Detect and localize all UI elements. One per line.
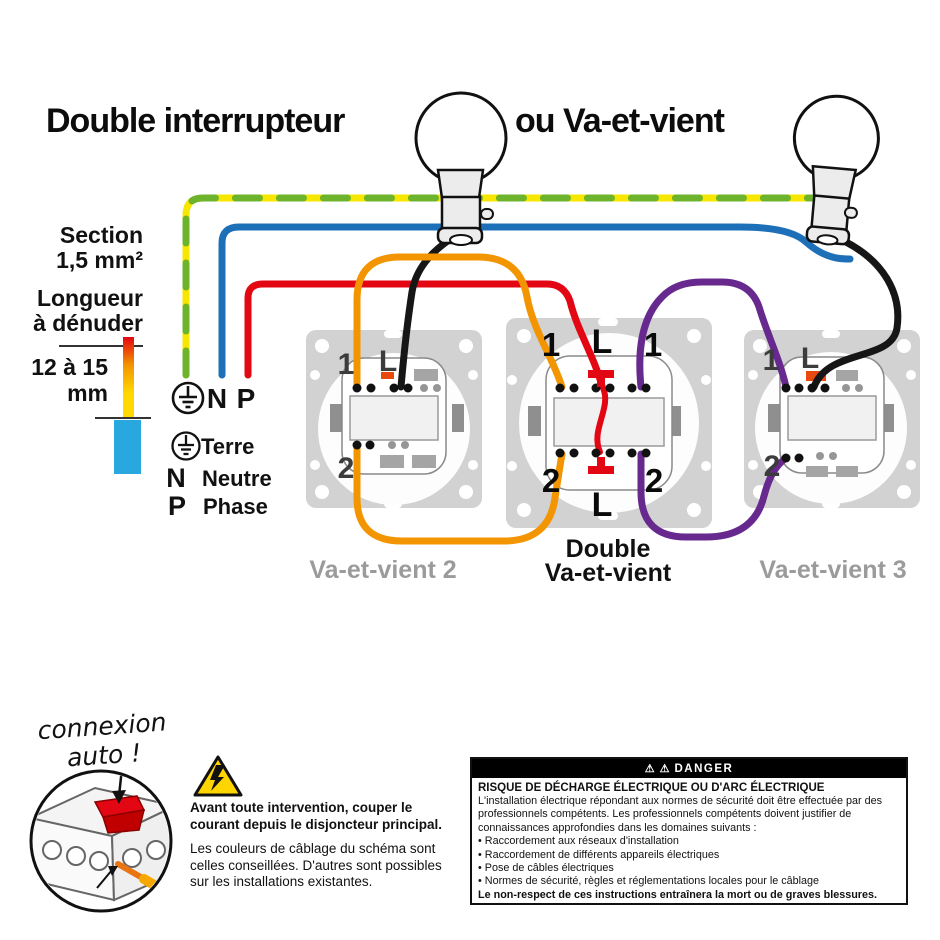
shuttle-wire-violet-top <box>636 278 790 391</box>
light-bulb-2 <box>792 94 880 246</box>
shuttle-wire-orange-bottom <box>353 442 566 545</box>
danger-title: RISQUE DE DÉCHARGE ÉLECTRIQUE OU D'ARC É… <box>478 782 825 794</box>
strip-length-line2: mm <box>67 380 108 406</box>
danger-outro: Le non-respect de ces instructions entra… <box>478 888 878 901</box>
danger-header: ⚠ ⚠ DANGER <box>472 759 906 778</box>
terminal-label: 1 <box>644 326 662 363</box>
terminal-label: 1 <box>338 348 355 381</box>
light-bulb-1 <box>414 91 508 246</box>
danger-bullet: Raccordement de différents appareils éle… <box>478 849 900 862</box>
switch-name-middle-line1: Double <box>566 535 651 563</box>
supply-symbols <box>171 381 205 415</box>
supply-n-label: N <box>207 383 227 414</box>
terminal-label: 2 <box>338 452 355 485</box>
earth-icon <box>171 381 205 415</box>
terminal-label: 2 <box>542 462 560 499</box>
legend-n-symbol: N <box>166 463 186 493</box>
page-title-right: ou Va-et-vient <box>515 102 725 140</box>
stripped-wire <box>123 337 134 418</box>
danger-intro: L'installation électrique répondant aux … <box>478 795 882 834</box>
switch-name-left: Va-et-vient 2 <box>309 556 456 584</box>
warning-triangle-icon: ⚠ <box>644 763 655 775</box>
strip-label-line1: Longueur <box>37 285 143 311</box>
terminal-label: L <box>379 345 397 378</box>
terminal-labels: 1 L 2 1 L 1 2 L 2 1 L 2 <box>338 323 820 524</box>
wires <box>182 194 902 545</box>
shuttle-wire-violet-bottom <box>637 450 790 541</box>
lamp1-return-wire <box>397 236 453 391</box>
terminal-block-drawing <box>33 773 169 909</box>
legend-terre: Terre <box>201 434 254 459</box>
page-title-left: Double interrupteur <box>46 102 345 140</box>
danger-header-label: DANGER <box>674 762 734 775</box>
lamp2-return-wire <box>810 238 902 391</box>
cable-colors-note: Les couleurs de câblage du schéma sont c… <box>190 841 442 889</box>
section-value: 1,5 mm² <box>56 247 143 273</box>
terminal-label: 2 <box>645 462 663 499</box>
sheathed-wire <box>114 420 141 474</box>
strip-length-line1: 12 à 15 <box>31 354 108 380</box>
connexion-text-line2: auto ! <box>66 738 142 772</box>
danger-bullet: Normes de sécurité, règles et réglementa… <box>478 875 900 888</box>
connexion-auto-note: connexion auto ! <box>29 707 173 913</box>
terminal-label: 2 <box>764 450 781 483</box>
switch-name-middle-line2: Va-et-vient <box>545 559 672 587</box>
sidebar: Section 1,5 mm² Longueur à dénuder 12 à … <box>31 222 151 474</box>
switch-plate-right <box>744 330 920 508</box>
legend-phase: Phase <box>203 494 268 519</box>
earth-icon <box>171 431 201 461</box>
terminal-label: 1 <box>542 326 560 363</box>
strip-label-line2: à dénuder <box>33 310 143 336</box>
danger-body: RISQUE DE DÉCHARGE ÉLECTRIQUE OU D'ARC É… <box>472 778 906 902</box>
danger-box: ⚠ ⚠ DANGER RISQUE DE DÉCHARGE ÉLECTRIQUE… <box>470 757 908 905</box>
phase-jumper-wire <box>594 385 609 455</box>
release-clip <box>381 372 394 379</box>
terminal-label: L <box>592 486 613 524</box>
neutral-wire <box>218 223 854 379</box>
legend: Terre N Neutre P Phase <box>166 431 272 521</box>
danger-bullet: Raccordement aux réseaux d'installation <box>478 835 900 848</box>
empty-terminals <box>816 384 863 460</box>
phase-bridge-clips <box>588 370 614 474</box>
terminal-dots <box>352 383 830 463</box>
cut-power-warning: Avant toute intervention, couper le cour… <box>190 800 443 832</box>
phase-wire <box>244 280 606 390</box>
supply-p-label: P <box>237 383 256 414</box>
earth-wire-green-stripes <box>182 194 822 379</box>
terminal-label: 1 <box>763 344 780 377</box>
danger-bullet-list: Raccordement aux réseaux d'installation … <box>478 835 900 889</box>
connexion-text-line1: connexion <box>37 707 168 745</box>
empty-terminals <box>388 384 441 449</box>
warning-triangle-icon: ⚠ <box>659 763 670 775</box>
section-label: Section <box>60 222 143 248</box>
electric-warning-icon <box>193 755 243 797</box>
danger-bullet: Pose de câbles électriques <box>478 862 900 875</box>
legend-p-symbol: P <box>168 491 186 521</box>
arrow-down <box>112 790 126 804</box>
legend-neutre: Neutre <box>202 466 272 491</box>
switch-name-right: Va-et-vient 3 <box>759 556 906 584</box>
terminal-label: L <box>801 342 819 375</box>
terminal-label: L <box>592 323 613 361</box>
shuttle-wire-orange-top <box>353 253 566 391</box>
